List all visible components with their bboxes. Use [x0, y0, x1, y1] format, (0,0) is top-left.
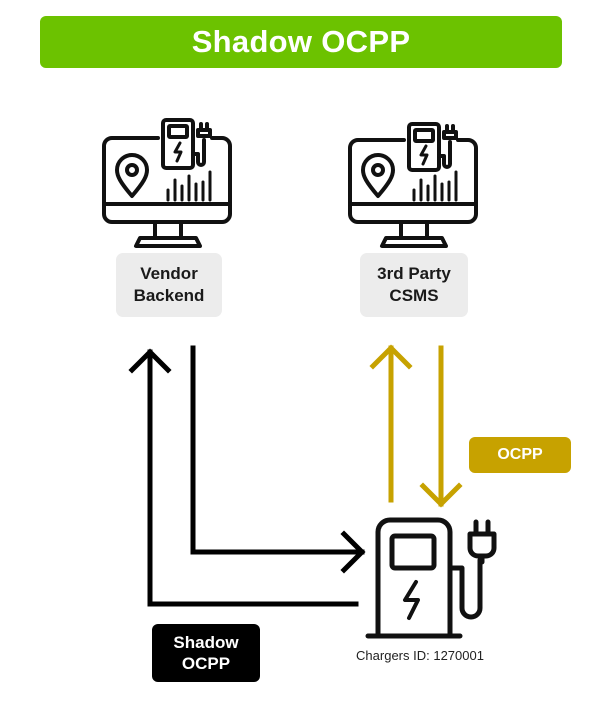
- charger-mini-icon: [407, 122, 458, 172]
- csms-text: 3rd Party CSMS: [377, 264, 451, 305]
- map-pin-icon: [115, 153, 149, 198]
- vendor-backend-text: Vendor Backend: [133, 264, 205, 305]
- ev-charger-icon: [365, 517, 497, 639]
- charger-mini-icon: [161, 118, 212, 170]
- arrow-vendor-to-charger: [190, 345, 365, 555]
- shadow-ocpp-badge-text: Shadow OCPP: [173, 633, 239, 673]
- charger-id-label: Chargers ID: 1270001: [356, 648, 484, 663]
- vendor-backend-label: Vendor Backend: [116, 253, 222, 317]
- bar-chart-icon: [166, 170, 212, 202]
- ocpp-badge: OCPP: [469, 437, 571, 473]
- lightning-icon: [403, 580, 420, 620]
- page-title: Shadow OCPP: [191, 24, 411, 59]
- csms-label: 3rd Party CSMS: [360, 253, 468, 317]
- shadow-ocpp-badge: Shadow OCPP: [152, 624, 260, 682]
- arrowhead-down-gold: [419, 482, 463, 508]
- ocpp-arrows: [369, 344, 463, 508]
- title-banner: Shadow OCPP: [40, 16, 562, 68]
- csms-monitor-icon: [348, 122, 478, 248]
- ocpp-badge-text: OCPP: [497, 446, 543, 463]
- shadow-ocpp-arrows: [128, 345, 366, 607]
- arrow-charger-to-vendor: [147, 349, 359, 607]
- plug-icon: [467, 519, 497, 565]
- arrowhead-right: [340, 530, 366, 574]
- vendor-backend-monitor-icon: [102, 118, 232, 248]
- map-pin-icon: [361, 153, 395, 198]
- arrowhead-up-black: [128, 348, 172, 374]
- arrowhead-up-gold: [369, 344, 413, 370]
- bar-chart-icon: [412, 170, 458, 202]
